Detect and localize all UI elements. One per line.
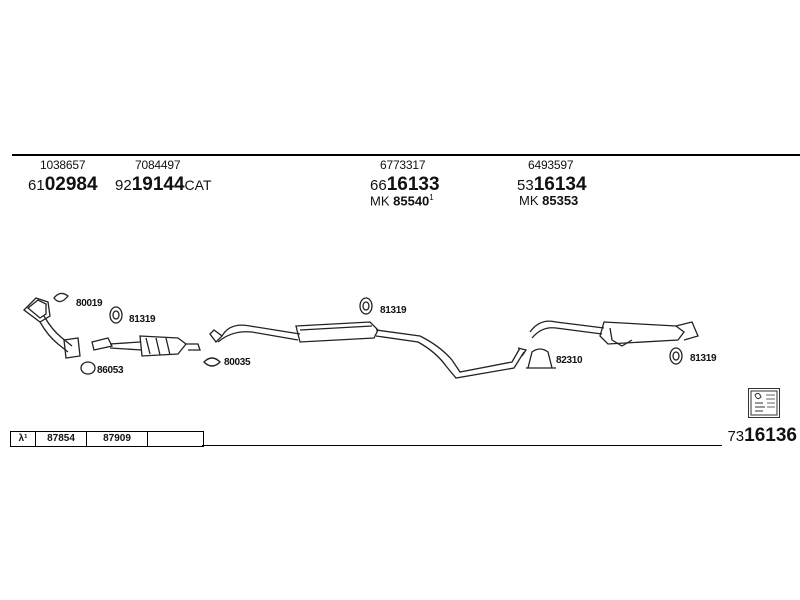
ref-number-3: 6773317 xyxy=(380,158,426,172)
mk-label: MK xyxy=(519,193,539,208)
part-main: 02984 xyxy=(44,174,98,195)
catalyst-drawing xyxy=(91,335,201,357)
front-pipe-drawing xyxy=(23,297,81,359)
rear-pipe-drawing xyxy=(529,320,699,347)
clamp-drawing-2 xyxy=(359,297,373,315)
part-number-1[interactable]: 6102984 xyxy=(28,174,98,196)
part-label-81319-b[interactable]: 81319 xyxy=(380,305,407,316)
part-label-86053[interactable]: 86053 xyxy=(97,365,124,376)
lambda-sensor-row: λ¹ 87854 87909 xyxy=(10,431,204,447)
clamp-drawing xyxy=(109,306,123,324)
ref-number-4: 6493597 xyxy=(528,158,574,172)
part-prefix: 92 xyxy=(115,177,132,194)
part-number-4[interactable]: 5316134 xyxy=(517,174,587,196)
part-prefix: 53 xyxy=(517,177,534,194)
gasket-drawing xyxy=(53,292,69,303)
part-prefix: 73 xyxy=(727,428,745,445)
part-prefix: 61 xyxy=(28,177,45,194)
manual-book-icon xyxy=(748,388,780,418)
mk-sup: 1 xyxy=(429,193,434,202)
header-rule xyxy=(12,154,800,156)
middle-pipe-drawing xyxy=(209,321,528,379)
lambda-part-1[interactable]: 87854 xyxy=(36,432,87,446)
mk-value: 85540 xyxy=(393,193,430,209)
ref-number-2: 7084497 xyxy=(135,158,181,172)
ring-drawing xyxy=(80,361,96,375)
kit-part-number[interactable]: 7316136 xyxy=(727,425,797,447)
lambda-part-3 xyxy=(148,432,203,446)
part-main: 16134 xyxy=(533,174,587,195)
manual-book-icon-graphic xyxy=(750,390,778,416)
part-label-80019[interactable]: 80019 xyxy=(76,298,103,309)
part-label-80035[interactable]: 80035 xyxy=(224,357,251,368)
mk-number-3[interactable]: MK 855401 xyxy=(370,193,434,208)
mk-value: 85353 xyxy=(542,193,579,208)
ref-number-1: 1038657 xyxy=(40,158,86,172)
part-number-2[interactable]: 9219144CAT xyxy=(115,174,212,196)
clamp-drawing-3 xyxy=(669,347,683,365)
part-label-81319-c[interactable]: 81319 xyxy=(690,353,717,364)
part-label-82310[interactable]: 82310 xyxy=(556,355,583,366)
mk-number-4[interactable]: MK 85353 xyxy=(519,193,578,208)
part-label-81319-a[interactable]: 81319 xyxy=(129,314,156,325)
part-prefix: 66 xyxy=(370,177,387,194)
part-suffix: CAT xyxy=(184,177,212,193)
lambda-part-2[interactable]: 87909 xyxy=(87,432,148,446)
mk-label: MK xyxy=(370,193,390,209)
part-main: 19144 xyxy=(131,174,185,195)
bottom-rule xyxy=(202,445,722,446)
part-main: 16136 xyxy=(744,425,797,446)
hanger-drawing xyxy=(526,348,556,369)
gasket-drawing-2 xyxy=(203,357,221,367)
part-main: 16133 xyxy=(386,174,440,195)
part-number-3[interactable]: 6616133 xyxy=(370,174,440,196)
lambda-symbol: λ¹ xyxy=(11,432,36,446)
